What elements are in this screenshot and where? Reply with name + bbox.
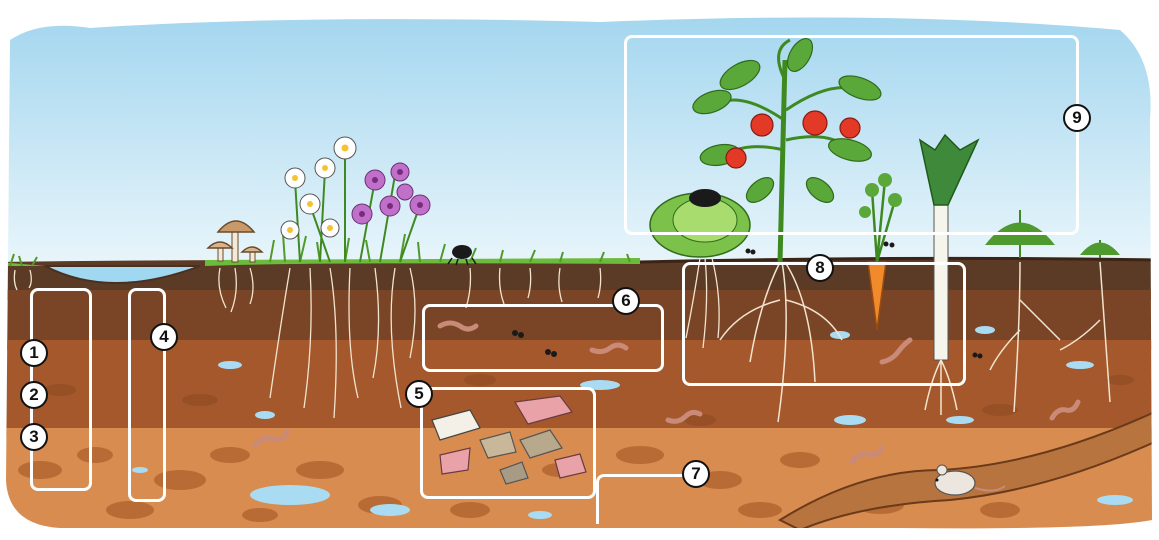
callout-7: 7 bbox=[682, 460, 710, 488]
callout-1: 1 bbox=[20, 339, 48, 367]
callout-2: 2 bbox=[20, 381, 48, 409]
callout-9: 9 bbox=[1063, 104, 1091, 132]
callout-6: 6 bbox=[612, 287, 640, 315]
zone-water-table-4 bbox=[128, 288, 166, 502]
callout-4: 4 bbox=[150, 323, 178, 351]
zone-trash-5 bbox=[420, 387, 596, 499]
zone-vegetables-9 bbox=[624, 35, 1079, 235]
callout-3: 3 bbox=[20, 423, 48, 451]
zone-groundwater-7 bbox=[596, 474, 696, 524]
callout-8: 8 bbox=[806, 254, 834, 282]
callout-5: 5 bbox=[405, 380, 433, 408]
